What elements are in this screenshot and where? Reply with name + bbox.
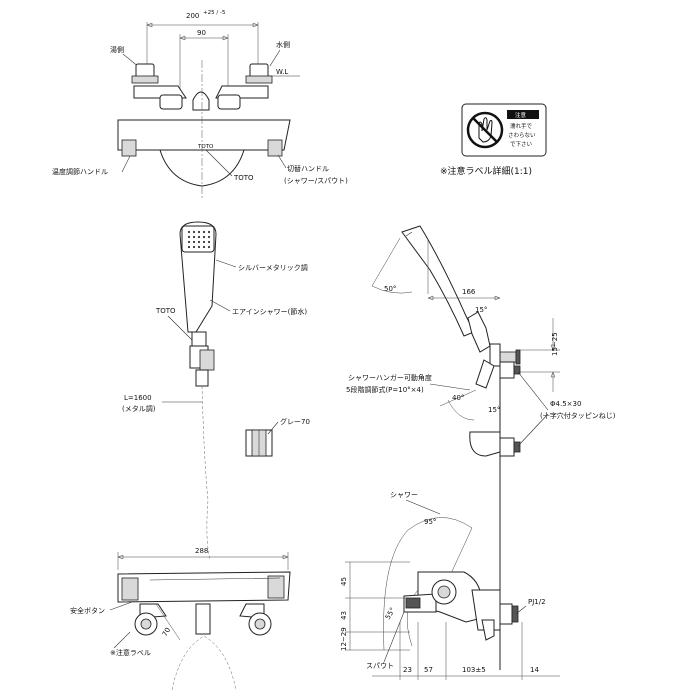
angle-15-lower: 15° [488, 406, 500, 414]
label-spout: スパウト [366, 662, 394, 670]
label-shower-type: エアインシャワー(節水) [232, 307, 307, 316]
label-shower-side: シャワー [390, 491, 418, 499]
angle-55: 55° [384, 606, 397, 621]
label-finish: シルバーメタリック調 [238, 263, 308, 272]
dim-103: 103±5 [462, 666, 486, 674]
label-temp-handle: 温度調節ハンドル [52, 167, 108, 176]
dim-57: 57 [424, 666, 433, 674]
dim-15-25: 15~25 [551, 332, 559, 356]
dim-center-90: 90 [197, 29, 206, 37]
angle-40: 40° [452, 394, 464, 402]
grey-part: グレー70 [245, 417, 310, 457]
label-pj: PJ1/2 [528, 598, 546, 606]
brand-mark-top: TOTO [197, 144, 214, 150]
label-brand-head: TOTO [155, 307, 176, 315]
label-safety-button: 安全ボタン [70, 606, 105, 615]
label-switch-handle-1: 切替ハンドル [287, 164, 329, 173]
dim-70: 70 [161, 626, 172, 638]
screw-spec: Φ4.5×30 [550, 400, 581, 408]
caution-line-3: さわらない [508, 132, 536, 139]
side-view-shower: 50° 166 15° 15~25 40° 15° シャワーハンガー可動角度 5… [346, 225, 616, 670]
caution-line-4: で下さい [510, 141, 533, 148]
dim-23: 23 [403, 666, 412, 674]
caution-word: 注意 [515, 111, 527, 119]
label-grey-part: グレー70 [280, 417, 310, 426]
caution-caption: ※注意ラベル詳細(1:1) [440, 165, 532, 177]
screw-type: (十字穴付タッピンねじ) [540, 411, 616, 420]
hanger-label-2: 5段階調節式(P=10°×4) [346, 385, 424, 394]
label-brand-callout: TOTO [233, 174, 254, 182]
front-view: 288 70 安全ボタン ※注意ラベル [70, 547, 291, 691]
angle-15-upper: 15° [475, 306, 487, 314]
hose-length: L=1600 [124, 394, 152, 402]
label-caution-location: ※注意ラベル [110, 648, 151, 657]
dim-12-29: 12~29 [340, 627, 348, 651]
label-wl: W.L [276, 68, 288, 76]
label-water-side: 水側 [276, 40, 290, 49]
dim-43: 43 [340, 611, 348, 620]
label-switch-handle-2: (シャワー/スパウト) [284, 177, 348, 185]
dim-width-288: 288 [195, 547, 208, 555]
angle-95: 95° [424, 518, 436, 526]
dim-14: 14 [530, 666, 539, 674]
dim-overall-tolerance: +25 / -5 [203, 10, 226, 16]
dim-166: 166 [462, 288, 476, 296]
caution-line-2: 濡れ手で [510, 122, 533, 130]
dim-overall-200: 200 [186, 12, 199, 20]
top-view: 200 +25 / -5 90 湯側 水側 W.L TOTO 温度調節ハン [52, 10, 348, 200]
caution-label-detail: 注意 濡れ手で さわらない で下さい ※注意ラベル詳細(1:1) [440, 103, 547, 177]
dim-45: 45 [340, 577, 348, 586]
shower-head-view: シルバーメタリック調 エアインシャワー(節水) TOTO L=1600 (メタル… [122, 221, 308, 561]
side-view-body: シャワー 95° 55° 45 43 12~29 スパウト 23 57 103± [340, 491, 560, 680]
hose-type: (メタル調) [122, 404, 156, 413]
angle-50: 50° [384, 285, 396, 293]
hanger-label-1: シャワーハンガー可動角度 [348, 373, 432, 382]
label-hot-side: 湯側 [110, 45, 124, 54]
